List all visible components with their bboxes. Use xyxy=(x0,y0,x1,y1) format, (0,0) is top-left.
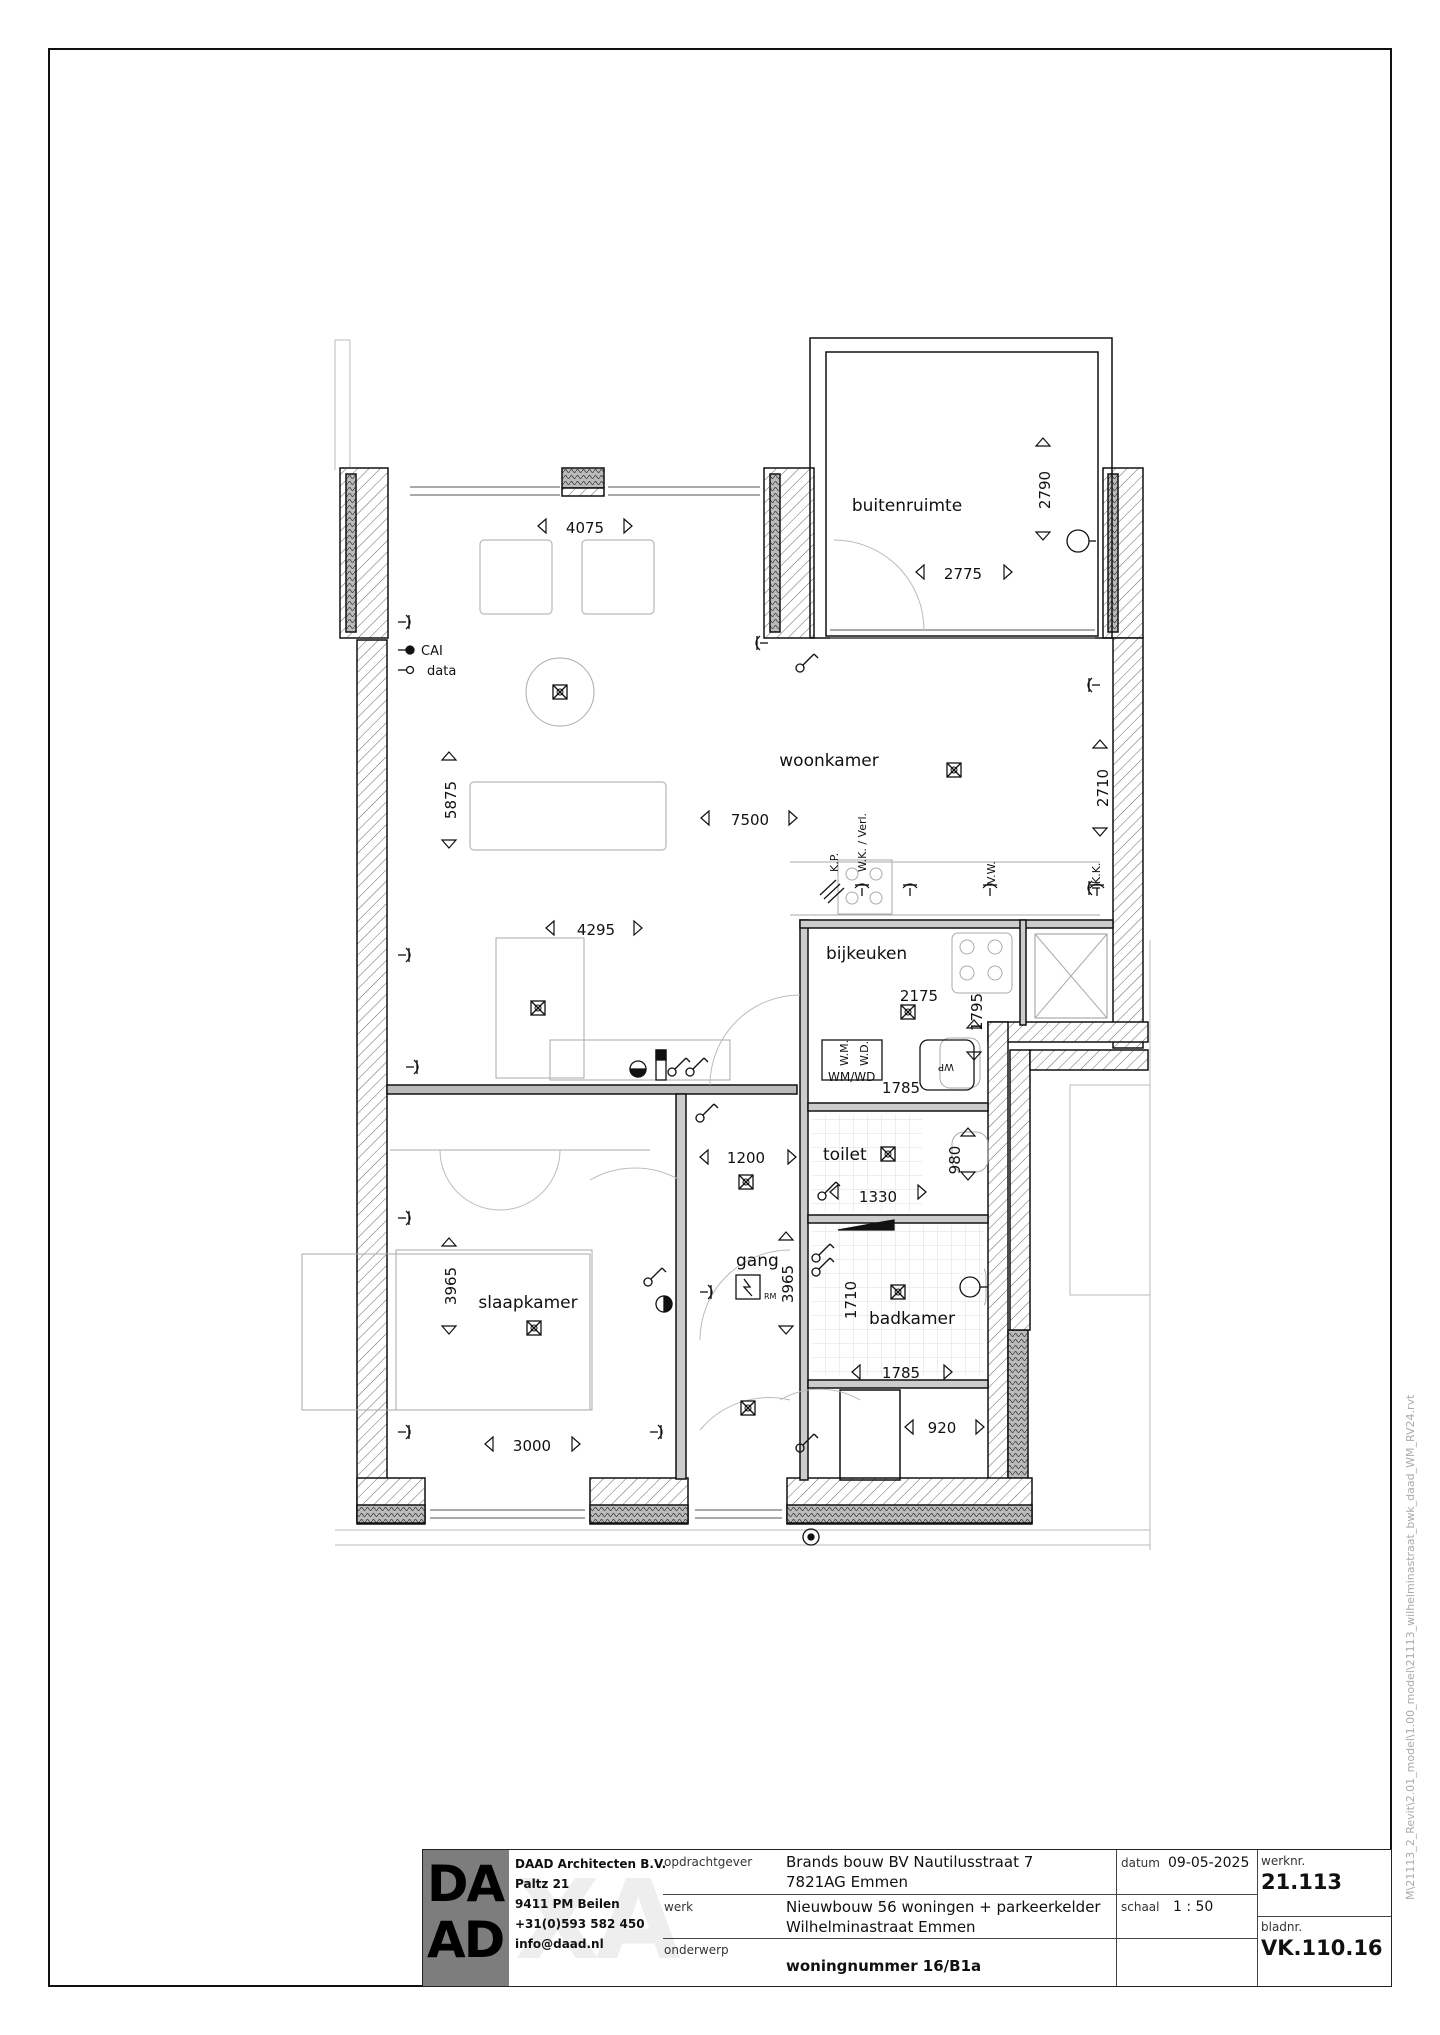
dim-1710: 1710 xyxy=(842,1281,860,1319)
dim-3965b: 3965 xyxy=(779,1265,797,1303)
dim-3000: 3000 xyxy=(513,1437,551,1455)
room-woonkamer: woonkamer xyxy=(779,751,878,771)
werk-line2: Wilhelminastraat Emmen xyxy=(786,1918,976,1936)
label-vw: V.W. xyxy=(985,861,998,884)
dim-7500: 7500 xyxy=(731,811,769,829)
door-arcs xyxy=(439,539,925,1431)
company-city: 9411 PM Beilen xyxy=(515,1897,620,1911)
room-slaapkamer: slaapkamer xyxy=(478,1293,577,1313)
dim-920: 920 xyxy=(928,1419,957,1437)
label-schaal: schaal xyxy=(1121,1900,1160,1914)
label-bladnr: bladnr. xyxy=(1261,1920,1303,1934)
company-street: Paltz 21 xyxy=(515,1877,570,1891)
label-onderwerp: onderwerp xyxy=(664,1943,729,1957)
dim-2790: 2790 xyxy=(1036,471,1054,509)
dim-4295: 4295 xyxy=(577,921,615,939)
context-lines xyxy=(334,339,1151,1550)
dim-1200: 1200 xyxy=(727,1149,765,1167)
dim-4075: 4075 xyxy=(566,519,604,537)
dimension-labels: 4075 2790 2775 5875 7500 2710 4295 2175 … xyxy=(442,471,1112,1455)
onderwerp-value: woningnummer 16/B1a xyxy=(786,1957,982,1975)
dim-1330: 1330 xyxy=(859,1188,897,1206)
label-kp: K.P. xyxy=(828,853,841,872)
toilet-floor xyxy=(812,1115,922,1211)
logo-watermark: XA xyxy=(515,1856,681,1984)
dim-980: 980 xyxy=(946,1146,964,1175)
company-name: DAAD Architecten B.V. xyxy=(515,1857,667,1871)
misc-symbols xyxy=(398,529,1096,1546)
label-cai: CAI xyxy=(421,644,443,659)
label-werknr: werknr. xyxy=(1261,1854,1306,1868)
dim-1785b: 1785 xyxy=(882,1364,920,1382)
dim-2710: 2710 xyxy=(1094,769,1112,807)
furniture xyxy=(301,539,1108,1411)
dim-2775: 2775 xyxy=(944,565,982,583)
file-path: M\21113_2_Revit\2.01_model\1.00_model\21… xyxy=(1404,1394,1417,1900)
room-toilet: toilet xyxy=(823,1145,867,1165)
dim-2175: 2175 xyxy=(900,987,938,1005)
dim-1785a: 1785 xyxy=(882,1079,920,1097)
company-email: info@daad.nl xyxy=(515,1937,604,1951)
room-buitenruimte: buitenruimte xyxy=(852,496,962,516)
switch-icons xyxy=(643,653,841,1453)
divider xyxy=(1257,1850,1258,1986)
room-bijkeuken: bijkeuken xyxy=(826,944,907,964)
divider xyxy=(1116,1850,1117,1986)
bladnr-value: VK.110.16 xyxy=(1261,1936,1383,1960)
divider xyxy=(1257,1916,1391,1917)
label-werk: werk xyxy=(664,1900,694,1914)
divider xyxy=(1116,1894,1257,1895)
datum-value: 09-05-2025 xyxy=(1168,1855,1250,1871)
company-phone: +31(0)593 582 450 xyxy=(515,1917,645,1931)
label-wp: WP xyxy=(938,1061,954,1072)
dim-1795: 1795 xyxy=(968,993,986,1031)
service-labels: CAI data K.P. W.K. / Verl. V.W. K.K. W.M… xyxy=(421,644,1103,1301)
label-data: data xyxy=(427,664,456,679)
dim-5875: 5875 xyxy=(442,781,460,819)
label-wm: W.M. xyxy=(838,1040,851,1066)
divider xyxy=(663,1894,1215,1895)
room-gang: gang xyxy=(736,1251,779,1271)
schaal-value: 1 : 50 xyxy=(1173,1899,1214,1915)
room-labels: buitenruimte woonkamer bijkeuken toilet … xyxy=(478,496,962,1329)
opdrachtgever-line1: Brands bouw BV Nautilusstraat 7 xyxy=(786,1853,1034,1871)
divider xyxy=(1116,1938,1257,1939)
label-opdrachtgever: opdrachtgever xyxy=(664,1855,753,1869)
label-rm: RM xyxy=(764,1292,777,1301)
bathroom-floor xyxy=(812,1225,984,1375)
label-wmwd: WM/WD xyxy=(828,1070,875,1084)
label-wk-verl: W.K. / Verl. xyxy=(856,813,869,872)
room-badkamer: badkamer xyxy=(869,1309,955,1329)
werknr-value: 21.113 xyxy=(1261,1870,1343,1894)
opdrachtgever-line2: 7821AG Emmen xyxy=(786,1873,908,1891)
werk-line1: Nieuwbouw 56 woningen + parkeerkelder xyxy=(786,1898,1101,1916)
dim-3965a: 3965 xyxy=(442,1267,460,1305)
label-datum: datum xyxy=(1121,1856,1160,1870)
divider xyxy=(663,1938,1215,1939)
label-wd: W.D. xyxy=(858,1041,871,1066)
windows xyxy=(410,486,1095,1519)
label-kk: K.K. xyxy=(1090,863,1103,884)
company-address: DAAD Architecten B.V. Paltz 21 9411 PM B… xyxy=(515,1854,666,1954)
walls xyxy=(339,337,1149,1525)
